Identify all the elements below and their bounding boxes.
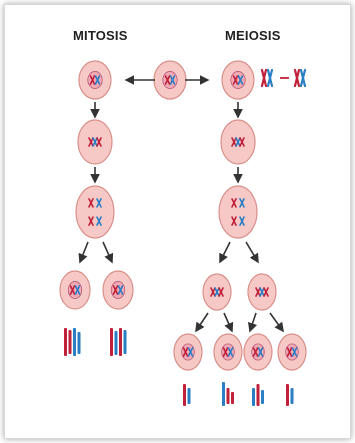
meiosis-arrow-8: [270, 313, 283, 331]
mitosis-metaphase-cell: [78, 120, 112, 164]
cell-membrane: [76, 186, 114, 238]
meiosis-ii-cell-2: [248, 274, 276, 310]
gamete-cell-3: [244, 334, 272, 370]
chromosome-bar: [261, 390, 264, 404]
chromosome-bar: [119, 328, 122, 356]
meiosis-arrow-6: [224, 313, 232, 331]
mitosis-parent-cell: [79, 61, 111, 99]
nucleus: [111, 281, 125, 298]
meiosis-arrow-4: [246, 242, 258, 262]
chromosome-bar: [286, 384, 289, 406]
meiosis-i-metaphase-cell: [221, 120, 255, 164]
gamete-cell-1: [174, 334, 202, 370]
nucleus: [88, 71, 102, 88]
mitosis-daughter-cell-1: [60, 271, 90, 309]
nucleus: [222, 344, 235, 360]
meiosis-arrow-5: [196, 313, 208, 331]
chromosome-bar: [124, 330, 127, 354]
mitosis-anaphase-cell: [76, 186, 114, 238]
nucleus: [252, 344, 265, 360]
chromosome-bar: [252, 388, 255, 406]
chromosome-bar: [222, 382, 225, 406]
original-cell: [154, 61, 186, 99]
gamete-cell-2: [214, 334, 242, 370]
meiosis-arrow-3: [220, 242, 230, 262]
nucleus: [231, 71, 245, 88]
mitosis-arrow-4: [103, 242, 112, 262]
nucleus: [286, 344, 299, 360]
chromosome-bar: [78, 332, 81, 354]
chromosome-bar: [188, 388, 191, 404]
meiosis-i-anaphase-cell: [219, 186, 257, 238]
nucleus: [163, 71, 177, 88]
chromosome-bar: [257, 384, 260, 406]
gamete-cell-4: [278, 334, 306, 370]
meiosis-ii-cell-1: [203, 274, 231, 310]
meiosis-parent-cell: [222, 61, 254, 99]
chromosome-bar: [227, 388, 230, 404]
nucleus: [68, 281, 82, 298]
crossover-chromosomes: [262, 70, 305, 86]
chromosome-bar: [183, 384, 186, 406]
chromosome-bar: [231, 392, 234, 404]
mitosis-daughter-cell-2: [103, 271, 133, 309]
meiosis-arrow-7: [250, 313, 256, 331]
chromosome-bar: [64, 328, 67, 356]
mitosis-arrow-3: [80, 242, 88, 262]
cell-membrane: [219, 186, 257, 238]
chromosome-bar: [69, 330, 72, 354]
chromosome-bar: [110, 328, 113, 356]
chromosome-bar: [291, 388, 294, 404]
chromosome-bar: [73, 328, 76, 356]
nucleus: [182, 344, 195, 360]
chromosome-bar: [115, 331, 118, 355]
